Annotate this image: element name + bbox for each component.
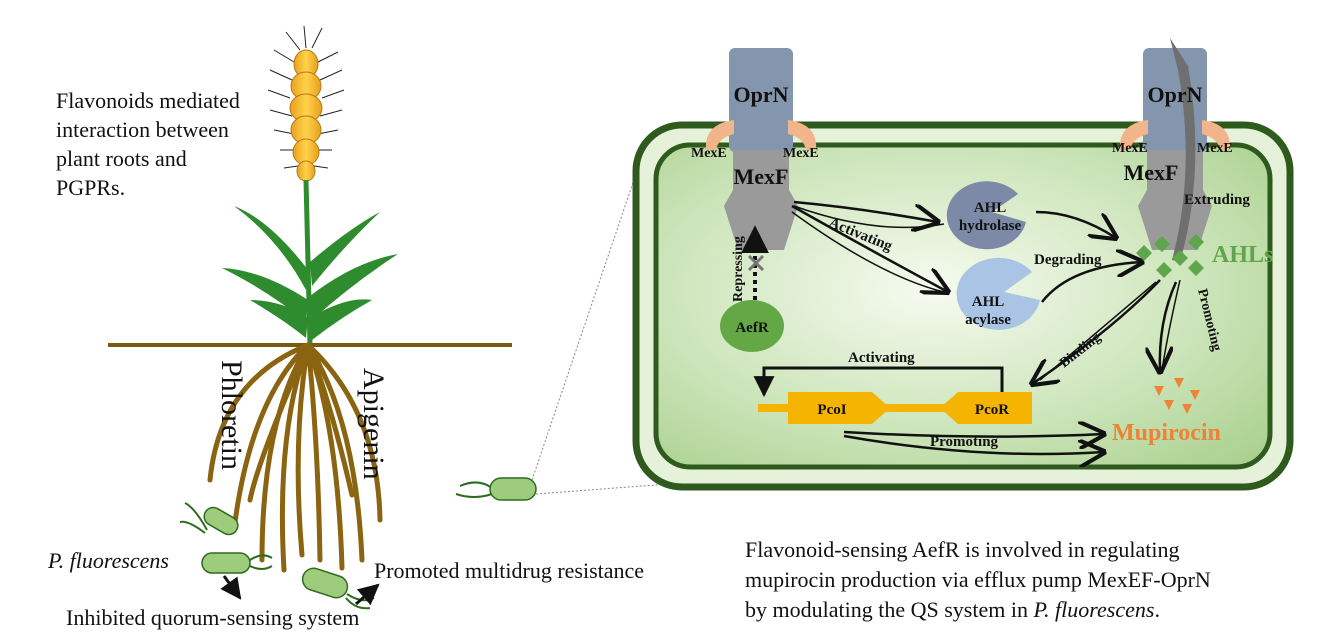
activating-arrow bbox=[791, 204, 948, 292]
promoting-bottom-arrow bbox=[843, 432, 1104, 437]
plant-caption-line-4: PGPRs. bbox=[56, 175, 125, 200]
ahl-molecules bbox=[1136, 234, 1204, 278]
efflux-pump-left: OprN MexE MexE MexF bbox=[691, 48, 819, 250]
inhibited-qs-label: Inhibited quorum-sensing system bbox=[66, 605, 359, 630]
promoted-mdr-label: Promoted multidrug resistance bbox=[374, 558, 644, 583]
degrading-arrow bbox=[1035, 210, 1116, 238]
oprn-label: OprN bbox=[1148, 82, 1203, 107]
mupirocin-label: Mupirocin bbox=[1112, 420, 1221, 446]
mexf-protein bbox=[724, 150, 798, 250]
ahls-label: AHLs bbox=[1212, 242, 1273, 268]
bacterium-icon bbox=[179, 502, 239, 536]
ahl-hydrolase-label: AHL bbox=[974, 200, 1007, 216]
pcoi-gene bbox=[788, 392, 890, 424]
block-icon bbox=[747, 254, 765, 272]
activating-loop bbox=[753, 366, 1004, 398]
mexe-protein bbox=[788, 120, 817, 150]
binding-arrow bbox=[1039, 281, 1157, 381]
degrading-arrow bbox=[1041, 262, 1142, 303]
activating-arrow bbox=[791, 211, 945, 293]
promoting-bottom-arrow bbox=[843, 434, 1104, 454]
repressing-label: Repressing bbox=[731, 236, 746, 302]
bacterium-icon bbox=[455, 477, 537, 501]
apigenin-label: Apigenin bbox=[357, 368, 390, 480]
pcoi-label: PcoI bbox=[817, 402, 846, 418]
activating-loop-label: Activating bbox=[848, 350, 915, 366]
dna-strand bbox=[758, 404, 1032, 412]
summary-caption-line-1: Flavonoid-sensing AefR is involved in re… bbox=[745, 537, 1179, 562]
species-label: P. fluorescens bbox=[47, 548, 169, 573]
extrusion-arrow bbox=[1170, 38, 1196, 262]
zoom-line bbox=[531, 167, 639, 481]
ahl-acylase-protein bbox=[956, 257, 1040, 330]
promoting-arrow bbox=[1161, 279, 1181, 371]
mexe-label: MexE bbox=[1112, 141, 1148, 156]
mexf-label: MexF bbox=[734, 164, 789, 189]
zoom-line bbox=[535, 483, 669, 495]
pcor-label: PcoR bbox=[975, 402, 1009, 418]
ahl-acylase-label: acylase bbox=[965, 312, 1011, 328]
activating-arrow bbox=[793, 205, 945, 229]
plant-stem bbox=[222, 179, 398, 346]
plant-caption-line-2: interaction between bbox=[56, 117, 229, 142]
oprn-label: OprN bbox=[734, 82, 789, 107]
mexe-label: MexE bbox=[1197, 141, 1233, 156]
summary-caption-line-3: by modulating the QS system in P. fluore… bbox=[745, 597, 1160, 622]
mexf-label: MexF bbox=[1124, 160, 1179, 185]
summary-caption: Flavonoid-sensing AefR is involved in re… bbox=[745, 537, 1211, 622]
mexe-protein bbox=[1119, 120, 1148, 150]
mupirocin-molecules bbox=[1154, 378, 1200, 414]
promoting-bottom-label: Promoting bbox=[930, 434, 999, 450]
promoting-arrow bbox=[1160, 281, 1178, 372]
extruding-label: Extruding bbox=[1184, 192, 1250, 208]
bacterium-icon bbox=[201, 552, 273, 574]
efflux-pump-right: OprN MexE MexE MexF Extruding bbox=[1112, 38, 1250, 262]
aefr-protein bbox=[720, 300, 784, 352]
plant-caption-line-1: Flavonoids mediated bbox=[56, 88, 240, 113]
aefr-label: AefR bbox=[735, 320, 768, 336]
ahl-acylase-label: AHL bbox=[972, 294, 1005, 310]
mexe-protein bbox=[705, 120, 734, 150]
plant-caption: Flavonoids mediated interaction between … bbox=[56, 88, 240, 200]
phloretin-label: Phloretin bbox=[215, 360, 248, 470]
wheat-ear-icon bbox=[267, 25, 345, 182]
mexe-label: MexE bbox=[783, 146, 819, 161]
mexe-label: MexE bbox=[691, 146, 727, 161]
inhibited-arrow bbox=[220, 575, 242, 600]
ahl-hydrolase-protein bbox=[946, 181, 1026, 250]
degrading-label: Degrading bbox=[1034, 252, 1102, 268]
pcor-gene bbox=[940, 392, 1032, 424]
mexe-protein bbox=[1202, 120, 1231, 150]
ahl-hydrolase-label: hydrolase bbox=[959, 218, 1022, 234]
promoted-arrow bbox=[355, 583, 380, 606]
summary-caption-line-2: mupirocin production via efflux pump Mex… bbox=[745, 567, 1211, 592]
oprn-protein bbox=[729, 48, 793, 152]
plant-caption-line-3: plant roots and bbox=[56, 146, 187, 171]
plant-roots bbox=[207, 342, 383, 573]
bacterium-icon bbox=[301, 567, 375, 610]
activating-arrow bbox=[793, 200, 938, 222]
